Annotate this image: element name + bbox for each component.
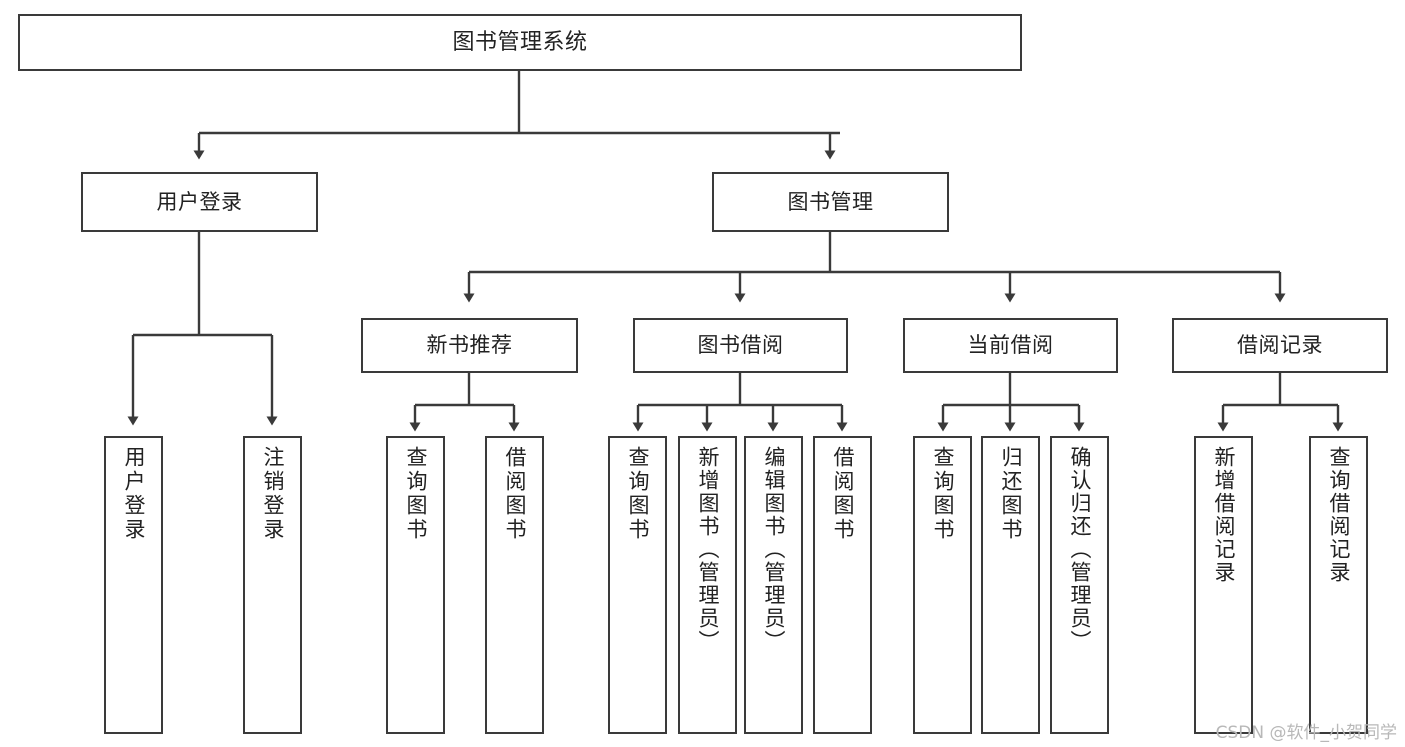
node-leaf-query-book-2[interactable]: 查询图书 [608, 436, 667, 734]
node-leaf-logout[interactable]: 注销登录 [243, 436, 302, 734]
node-label: 借阅记录 [1237, 333, 1323, 358]
node-root-book-management-system[interactable]: 图书管理系统 [18, 14, 1022, 71]
node-book-management[interactable]: 图书管理 [712, 172, 949, 232]
node-leaf-borrow-book-2[interactable]: 借阅图书 [813, 436, 872, 734]
node-leaf-user-login[interactable]: 用户登录 [104, 436, 163, 734]
node-leaf-add-book-admin[interactable]: 新增图书（管理员） [678, 436, 737, 734]
node-label: 查询借阅记录 [1327, 446, 1351, 584]
node-leaf-query-book-1[interactable]: 查询图书 [386, 436, 445, 734]
node-label: 查询图书 [404, 446, 428, 542]
node-label: 确认归还（管理员） [1068, 446, 1092, 653]
node-label: 编辑图书（管理员） [762, 446, 786, 653]
node-label: 归还图书 [999, 446, 1023, 542]
node-leaf-return-book[interactable]: 归还图书 [981, 436, 1040, 734]
node-label: 图书管理系统 [452, 29, 588, 55]
node-label: 新增图书（管理员） [696, 446, 720, 653]
node-label: 查询图书 [626, 446, 650, 542]
node-label: 查询图书 [931, 446, 955, 542]
node-label: 注销登录 [261, 446, 285, 542]
node-leaf-borrow-book-1[interactable]: 借阅图书 [485, 436, 544, 734]
node-label: 图书借阅 [697, 333, 784, 358]
node-book-borrow[interactable]: 图书借阅 [633, 318, 848, 373]
node-leaf-confirm-return-admin[interactable]: 确认归还（管理员） [1050, 436, 1109, 734]
node-user-login[interactable]: 用户登录 [81, 172, 318, 232]
node-borrow-record[interactable]: 借阅记录 [1172, 318, 1388, 373]
node-label: 当前借阅 [967, 333, 1054, 358]
node-leaf-query-book-3[interactable]: 查询图书 [913, 436, 972, 734]
csdn-watermark: CSDN @软件_小贺同学 [1215, 723, 1397, 743]
node-label: 新书推荐 [426, 333, 513, 358]
node-leaf-query-borrow-record[interactable]: 查询借阅记录 [1309, 436, 1368, 734]
node-label: 借阅图书 [503, 446, 527, 542]
node-new-book-recommendation[interactable]: 新书推荐 [361, 318, 578, 373]
node-leaf-add-borrow-record[interactable]: 新增借阅记录 [1194, 436, 1253, 734]
node-label: 新增借阅记录 [1212, 446, 1236, 584]
node-current-borrow[interactable]: 当前借阅 [903, 318, 1118, 373]
node-leaf-edit-book-admin[interactable]: 编辑图书（管理员） [744, 436, 803, 734]
node-label: 用户登录 [122, 446, 146, 542]
node-label: 用户登录 [156, 189, 243, 214]
node-label: 图书管理 [787, 189, 874, 214]
node-label: 借阅图书 [831, 446, 855, 542]
